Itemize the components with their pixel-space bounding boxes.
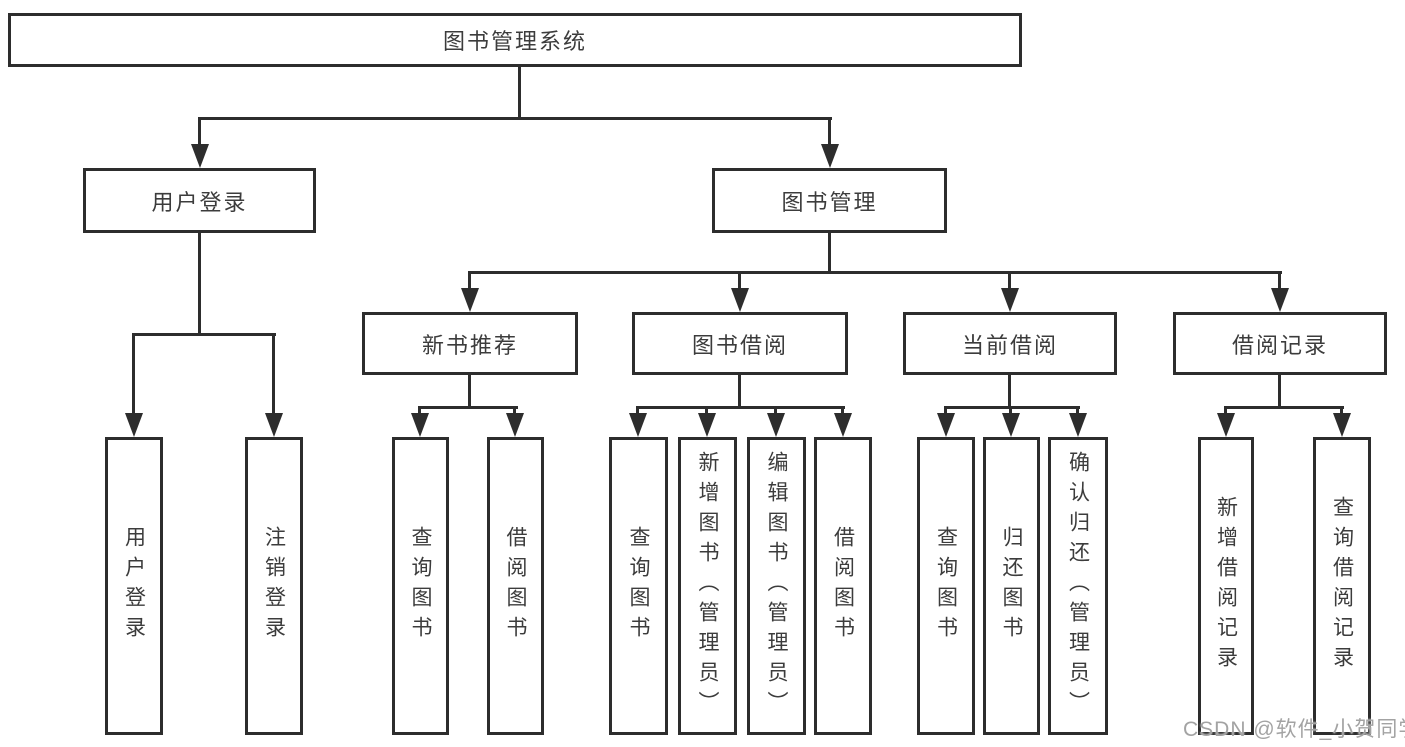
connector-stem [636, 406, 639, 418]
connector-stem [944, 406, 947, 418]
leaf-label: 新增图书（管理员） [696, 451, 719, 721]
connector-user-login-trunk [198, 233, 201, 335]
connector-book-management-trunk [828, 233, 831, 274]
leaf-label: 新增借阅记录 [1214, 496, 1238, 676]
arrow-down-icon [506, 413, 524, 437]
connector-stem [1278, 271, 1281, 294]
leaf-label: 查询图书 [409, 526, 432, 646]
connector-level3-bar [468, 271, 1282, 274]
connector-stem [468, 271, 471, 294]
node-book-borrow: 图书借阅 [632, 312, 848, 375]
leaf-borrow-books-recommend: 借阅图书 [487, 437, 544, 735]
arrow-down-icon [1069, 413, 1087, 437]
connector-stem [1340, 406, 1343, 418]
leaf-logout: 注销登录 [245, 437, 303, 735]
node-new-book-recommend-label: 新书推荐 [421, 332, 518, 358]
node-borrow-records-label: 借阅记录 [1231, 332, 1328, 358]
node-book-management: 图书管理 [712, 168, 947, 233]
arrow-down-icon [767, 413, 785, 437]
arrow-down-icon [698, 413, 716, 437]
arrow-down-icon [125, 413, 143, 437]
node-root-label: 图书管理系统 [442, 29, 587, 54]
node-new-book-recommend: 新书推荐 [362, 312, 578, 375]
connector-stem [828, 117, 831, 147]
connector-stem [198, 117, 201, 147]
leaf-add-borrow-record: 新增借阅记录 [1198, 437, 1254, 735]
leaf-edit-books-admin: 编辑图书（管理员） [747, 437, 806, 735]
leaf-borrow-books: 借阅图书 [814, 437, 872, 735]
node-book-management-label: 图书管理 [781, 189, 878, 215]
leaf-query-books-recommend: 查询图书 [392, 437, 449, 735]
connector-bar [944, 406, 1080, 409]
arrow-down-icon [191, 144, 209, 168]
connector-stem [1224, 406, 1227, 418]
connector-stem [513, 406, 516, 418]
leaf-user-login: 用户登录 [105, 437, 163, 735]
arrow-down-icon [411, 413, 429, 437]
connector-trunk [468, 375, 471, 408]
node-current-borrow: 当前借阅 [903, 312, 1117, 375]
leaf-label: 借阅图书 [504, 526, 527, 646]
connector-stem [738, 271, 741, 294]
leaf-label: 查询图书 [934, 526, 958, 646]
node-root: 图书管理系统 [8, 13, 1022, 67]
leaf-confirm-return-admin: 确认归还（管理员） [1048, 437, 1108, 735]
connector-root-trunk [518, 67, 521, 118]
arrow-down-icon [834, 413, 852, 437]
arrow-down-icon [1217, 413, 1235, 437]
connector-bar [636, 406, 845, 409]
arrow-down-icon [731, 288, 749, 312]
connector-stem [705, 406, 708, 418]
connector-stem [841, 406, 844, 418]
connector-stem [272, 333, 275, 415]
node-user-login: 用户登录 [83, 168, 316, 233]
leaf-query-books-current: 查询图书 [917, 437, 975, 735]
leaf-return-books: 归还图书 [983, 437, 1040, 735]
connector-stem [1008, 271, 1011, 294]
leaf-label: 归还图书 [1000, 526, 1023, 646]
connector-bar [1224, 406, 1344, 409]
arrow-down-icon [1001, 288, 1019, 312]
leaf-label: 确认归还（管理员） [1066, 451, 1090, 721]
arrow-down-icon [1271, 288, 1289, 312]
arrow-down-icon [1333, 413, 1351, 437]
connector-stem [1009, 406, 1012, 418]
connector-trunk [1008, 375, 1011, 408]
leaf-label: 用户登录 [122, 526, 146, 646]
connector-user-login-bar [132, 333, 276, 336]
leaf-label: 注销登录 [262, 526, 286, 646]
leaf-label: 查询图书 [627, 526, 650, 646]
connector-trunk [738, 375, 741, 408]
connector-stem [418, 406, 421, 418]
arrow-down-icon [1002, 413, 1020, 437]
arrow-down-icon [629, 413, 647, 437]
leaf-query-borrow-record: 查询借阅记录 [1313, 437, 1371, 735]
connector-bar [418, 406, 518, 409]
node-borrow-records: 借阅记录 [1173, 312, 1387, 375]
arrow-down-icon [265, 413, 283, 437]
leaf-label: 编辑图书（管理员） [765, 451, 788, 721]
node-current-borrow-label: 当前借阅 [961, 332, 1058, 358]
arrow-down-icon [461, 288, 479, 312]
connector-stem [1076, 406, 1079, 418]
leaf-label: 查询借阅记录 [1330, 496, 1354, 676]
leaf-label: 借阅图书 [831, 526, 855, 646]
node-book-borrow-label: 图书借阅 [691, 332, 788, 358]
leaf-query-books-borrow: 查询图书 [609, 437, 668, 735]
arrow-down-icon [937, 413, 955, 437]
leaf-add-books-admin: 新增图书（管理员） [678, 437, 737, 735]
connector-stem [132, 333, 135, 415]
connector-level2-bar [198, 117, 832, 120]
connector-stem [774, 406, 777, 418]
arrow-down-icon [821, 144, 839, 168]
csdn-watermark: CSDN @软件_小贺同学 [1183, 718, 1405, 741]
connector-trunk [1278, 375, 1281, 408]
node-user-login-label: 用户登录 [151, 189, 248, 215]
